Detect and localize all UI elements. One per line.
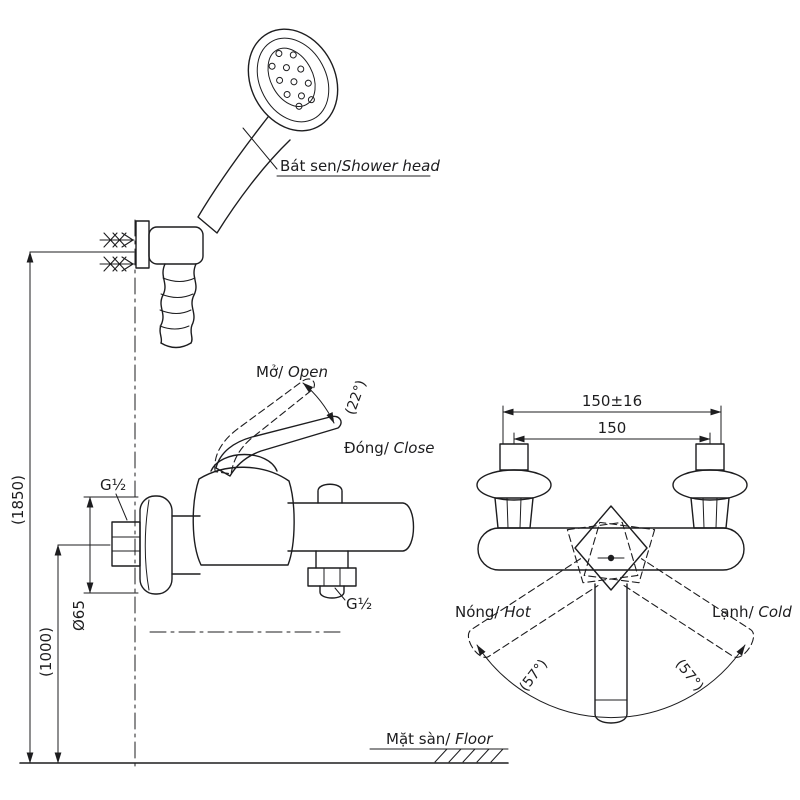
lever-closed bbox=[215, 415, 342, 477]
floor-line bbox=[19, 748, 509, 764]
outlet-thread-label: G½ bbox=[346, 595, 372, 613]
handle-swing-arc bbox=[476, 644, 746, 718]
spout-outlet bbox=[307, 550, 357, 599]
dimension-width-tolerance bbox=[502, 405, 722, 445]
cold-label: Lạnh/ Cold bbox=[712, 603, 792, 621]
width-tolerance-label: 150±16 bbox=[582, 392, 642, 410]
swing-right-label: (57°) bbox=[672, 657, 707, 695]
open-angle-label: (22°) bbox=[343, 378, 370, 417]
swing-left-label: (57°) bbox=[517, 657, 552, 695]
shower-handle bbox=[197, 116, 291, 234]
front-view bbox=[467, 405, 755, 724]
hot-label: Nóng/ Hot bbox=[455, 603, 532, 621]
lever-swing-arc bbox=[302, 382, 335, 424]
dimension-width-centers bbox=[513, 432, 711, 445]
close-label: Đóng/ Close bbox=[344, 439, 435, 457]
open-label: Mở/ Open bbox=[256, 363, 328, 381]
floor-label: Mặt sàn/ Floor bbox=[386, 730, 493, 748]
mounting-screw-top bbox=[99, 232, 135, 248]
valve-body bbox=[192, 466, 295, 566]
inlet-thread-leader bbox=[115, 493, 128, 521]
inlet-nut bbox=[111, 521, 141, 567]
floor-hatching bbox=[434, 748, 504, 763]
shower-head bbox=[197, 28, 339, 234]
shower-bracket bbox=[135, 220, 204, 269]
shower-head-callout bbox=[242, 127, 431, 177]
height-total-label: (1850) bbox=[9, 475, 27, 525]
right-eccentric-fitting bbox=[672, 443, 748, 529]
handle-cold-dashed bbox=[566, 521, 755, 658]
inlet-thread-label: G½ bbox=[100, 476, 126, 494]
flange-dia-label: Ø65 bbox=[70, 600, 88, 631]
shower-hose bbox=[159, 263, 197, 349]
diverter-knob bbox=[317, 483, 343, 504]
height-spout-label: (1000) bbox=[37, 627, 55, 677]
mixer-side-view bbox=[111, 378, 415, 633]
mixer-body-front bbox=[477, 527, 745, 571]
handle-pivot bbox=[607, 554, 615, 562]
mounting-screw-bottom bbox=[99, 256, 135, 272]
spout bbox=[287, 502, 415, 552]
lever-open-dashed bbox=[214, 378, 315, 475]
width-centers-label: 150 bbox=[598, 419, 627, 437]
handle-front bbox=[574, 505, 648, 724]
dimension-height-spout bbox=[54, 544, 111, 764]
spray-nozzles bbox=[268, 50, 315, 110]
shower-head-label: Bát sen/Shower head bbox=[280, 157, 440, 175]
handle-hot-dashed bbox=[467, 521, 656, 658]
dimension-height-total bbox=[26, 251, 135, 764]
left-eccentric-fitting bbox=[476, 443, 552, 529]
outlet-thread-leader bbox=[334, 587, 346, 601]
